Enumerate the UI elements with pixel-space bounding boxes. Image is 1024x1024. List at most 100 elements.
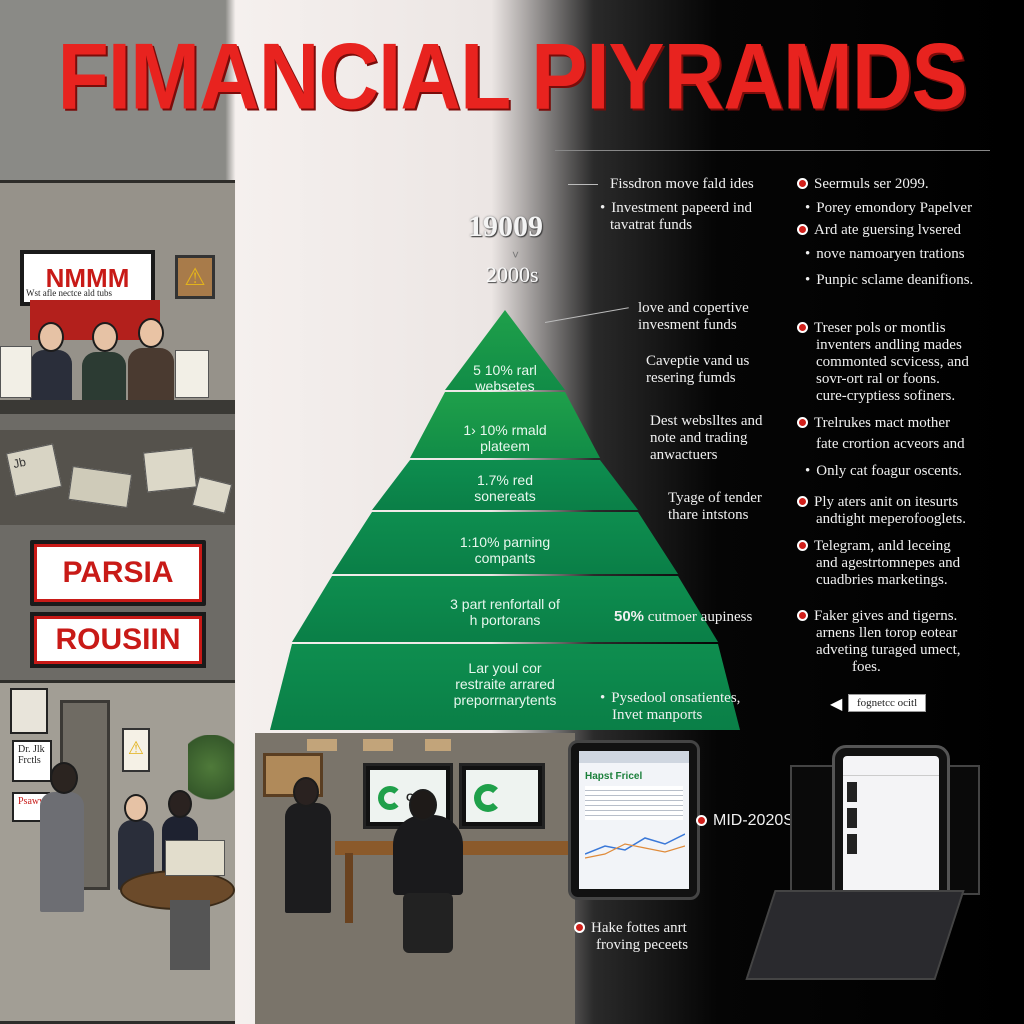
right-item-10-line3: cuadbries marketings. xyxy=(816,572,948,588)
bottom-office-scene: Ca0 xyxy=(255,733,575,1024)
bullet-dot-icon xyxy=(797,178,808,189)
right-item-6: Treser pols or montlis inventers andling… xyxy=(797,320,969,405)
pyramid: 5 10% rarl websetes 1› 10% rmald plateem… xyxy=(270,310,740,730)
phone-screen xyxy=(843,756,939,899)
label-c1: Caveptie vand us xyxy=(646,353,750,369)
right-item-7-line1: Trelrukes mact mother xyxy=(814,415,951,431)
person-back-head xyxy=(50,762,78,794)
right-item-3: Ard ate guersing lvsered xyxy=(797,222,961,239)
table-pedestal xyxy=(170,900,210,970)
person-2 xyxy=(82,352,126,406)
person-at-desk-head xyxy=(409,789,437,821)
right-item-9: Ply aters anit on itesurts andtight mepe… xyxy=(797,494,966,528)
right-item-11-line1: Faker gives and tigerns. xyxy=(814,608,958,624)
rousiin-sign: ROUSIIN xyxy=(30,612,206,668)
label-e1: Tyage of tender xyxy=(668,490,762,506)
phone-list-item xyxy=(847,834,935,854)
right-item-11-line2: arnens llen torop eotear xyxy=(816,625,958,641)
pyramid-tier-1 xyxy=(445,310,565,390)
page-title: FIMANCIAL PIYRAMDS xyxy=(57,23,967,129)
title-divider xyxy=(555,150,990,151)
paper-stack-right xyxy=(175,350,209,398)
tier-6-line3: preporrnarytents xyxy=(453,692,557,708)
nmmm-sign-subtitle: Wst afle nectce ald tubs xyxy=(26,288,112,298)
label-f-text: cutmoer aupiness xyxy=(647,609,753,625)
label-f-percent: 50% xyxy=(614,608,645,625)
person-seated-1-head xyxy=(124,794,148,822)
label-h: Hake fottes anrt xyxy=(574,920,687,937)
left-comic-panel: NMMM Wst afle nectce ald tubs ⚠ Jb PARSI… xyxy=(0,180,235,1024)
right-item-10-line2: and agestrtomnepes and xyxy=(816,555,961,571)
bullet-dot-icon xyxy=(797,610,808,621)
right-item-10-line1: Telegram, anld leceing xyxy=(814,538,951,554)
pyramid-tier-5 xyxy=(292,576,718,642)
pyramid-svg xyxy=(270,310,740,730)
right-item-10: Telegram, anld leceing and agestrtomnepe… xyxy=(797,538,960,589)
nmmm-sign: NMMM xyxy=(20,250,155,306)
right-item-11-line3: adveting turaged umect, xyxy=(816,642,961,658)
pyramid-tier-5-text: 3 part renfortall of h portorans xyxy=(400,596,610,628)
pyramid-tier-1-text: 5 10% rarl websetes xyxy=(455,362,555,394)
pyramid-tier-3 xyxy=(372,460,638,510)
parsia-sign: PARSIA xyxy=(30,540,206,606)
mid-2020s-label: MID-2020S xyxy=(696,812,794,829)
wall-note-2 xyxy=(363,739,393,751)
connector-arrow-a xyxy=(568,184,598,185)
tier-4-line1: 1:10% parning xyxy=(459,534,551,550)
person-2-head xyxy=(92,322,118,352)
box-on-table xyxy=(165,840,225,876)
right-item-2-text: Porey emondory Papelver xyxy=(805,200,972,216)
right-item-7-line2: fate crortion acveors and xyxy=(816,436,965,452)
cash-pile-3 xyxy=(143,447,197,493)
label-h2: froving peceets xyxy=(596,937,689,953)
office-chair xyxy=(403,893,453,953)
right-item-1: Seermuls ser 2099. xyxy=(797,176,929,193)
tablet-heading: Hapst Fricel xyxy=(585,771,643,782)
label-a2-text: Investment papeerd ind xyxy=(600,200,752,216)
right-item-1-text: Seermuls ser 2099. xyxy=(814,176,929,192)
tablet-line-chart xyxy=(584,833,686,859)
tier-2-line2: plateem xyxy=(480,438,530,454)
right-item-6-line2: inventers andling mades xyxy=(816,337,962,353)
wall-note-3 xyxy=(425,739,451,751)
pyramid-tier-6 xyxy=(270,644,740,730)
label-d2: note and trading xyxy=(650,430,748,446)
desk-leg xyxy=(345,853,353,923)
bullet-dot-icon xyxy=(797,224,808,235)
bullet-dot-icon xyxy=(797,540,808,551)
pyramid-tier-6-text: Lar youl cor restraite arrared preporrna… xyxy=(390,660,620,708)
tablet-screen: Hapst Fricel xyxy=(579,751,689,889)
tier-2-line1: 1› 10% rmald xyxy=(463,422,547,438)
right-item-2: Porey emondory Papelver xyxy=(805,200,972,217)
wall-note-1 xyxy=(307,739,337,751)
right-item-11: Faker gives and tigerns. arnens llen tor… xyxy=(797,608,961,676)
left-arrow-icon: ◀ xyxy=(830,696,843,713)
tier-1-line2: websetes xyxy=(475,378,535,394)
label-e2: thare intstons xyxy=(668,507,749,523)
year-label-top: 19009 xyxy=(468,210,543,243)
pyramid-tier-3-text: 1.7% red sonereats xyxy=(430,472,580,504)
logo-icon xyxy=(378,786,402,810)
desk-counter xyxy=(0,400,235,414)
phone-device xyxy=(832,745,950,910)
tablet-toolbar xyxy=(579,751,689,763)
right-item-5-text: Punpic sclame deanifions. xyxy=(805,272,973,288)
pyramid-tier-2 xyxy=(410,392,600,458)
tier-5-line2: h portorans xyxy=(469,612,541,628)
tier-6-line2: restraite arrared xyxy=(455,676,555,692)
monitor-right-screen xyxy=(466,770,538,822)
warning-poster-icon: ⚠ xyxy=(122,728,150,772)
year-label-mid: 2000s xyxy=(486,262,539,287)
right-item-5: Punpic sclame deanifions. xyxy=(805,272,973,289)
tier-4-line2: compants xyxy=(474,550,536,566)
person-standing-office xyxy=(285,803,331,913)
small-sign-drjlk-line1: Dr. Jlk xyxy=(18,744,45,755)
person-1 xyxy=(30,350,72,405)
bullet-dot-icon xyxy=(574,922,585,933)
rousiin-sign-text: ROUSIIN xyxy=(34,616,202,664)
tier-3-line1: 1.7% red xyxy=(476,472,534,488)
warning-icon: ⚠ xyxy=(175,255,215,299)
bullet-dot-icon xyxy=(696,815,707,826)
tier-6-line1: Lar youl cor xyxy=(468,660,542,676)
label-g: Pysedool onsatientes, xyxy=(600,690,740,707)
